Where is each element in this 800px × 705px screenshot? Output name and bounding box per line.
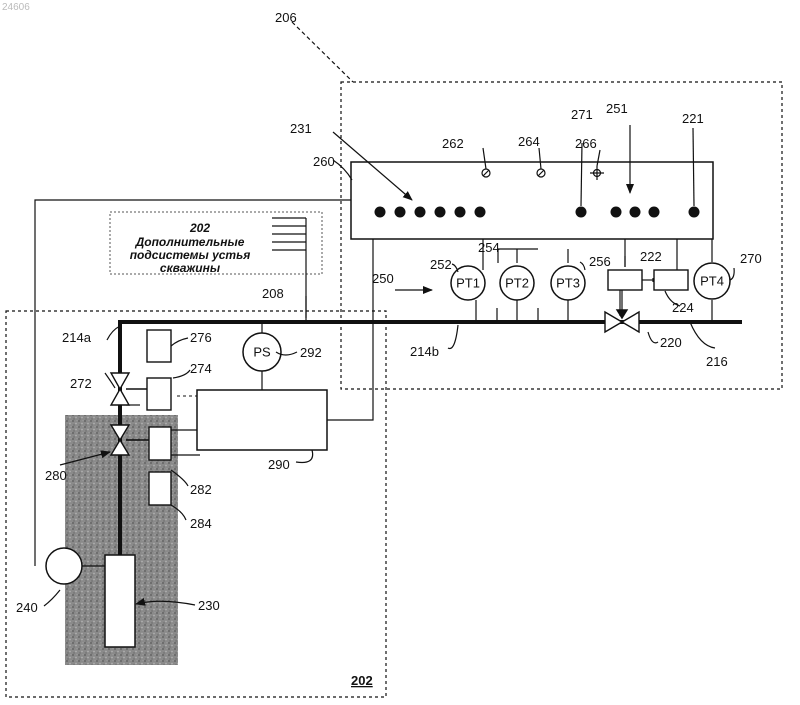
label-262: 262 [442,136,464,151]
label-214b: 214b [410,344,439,359]
label-276: 276 [190,330,212,345]
gauge-ps-label: PS [253,345,271,360]
gauge-pt4-label: PT4 [700,274,724,289]
valve-220 [605,290,639,332]
sensor-boxes [147,270,688,505]
label-271: 271 [571,107,593,122]
label-290: 290 [268,457,290,472]
label-280: 280 [45,468,67,483]
subsystems-note-line-3: скважины [160,261,221,275]
label-230: 230 [198,598,220,613]
label-256: 256 [589,254,611,269]
subsystems-note-number: 202 [189,221,210,235]
label-282: 282 [190,482,212,497]
label-266: 266 [575,136,597,151]
downhole-tool-body [105,555,135,647]
gauge-pt1-label: PT1 [456,276,480,291]
subsystem-stack-lines [272,218,306,250]
valve-272 [111,373,147,405]
label-221: 221 [682,111,704,126]
gauge-pt2-label: PT2 [505,276,529,291]
processing-unit-box [197,390,327,450]
label-250: 250 [372,271,394,286]
label-222: 222 [640,249,662,264]
subsystems-note-line-2: подсистемы устья [130,248,251,262]
label-274: 274 [190,361,212,376]
label-264: 264 [518,134,540,149]
label-224: 224 [672,300,694,315]
label-254: 254 [478,240,500,255]
gauge-pt3: PT3 [551,266,585,300]
gauge-pt1: PT1 [451,266,485,300]
subsystems-note-line-1: Дополнительные [135,235,245,249]
gauge-pt3-label: PT3 [556,276,580,291]
label-252: 252 [430,257,452,272]
label-251: 251 [606,101,628,116]
label-214a: 214a [62,330,92,345]
label-202-bottom: 202 [351,673,373,688]
label-220: 220 [660,335,682,350]
label-231: 231 [290,121,312,136]
corner-id: 24606 [2,2,30,13]
label-272: 272 [70,376,92,391]
label-206: 206 [275,10,297,25]
label-284: 284 [190,516,212,531]
gauge-pt2: PT2 [500,266,534,300]
label-216: 216 [706,354,728,369]
label-208: 208 [262,286,284,301]
label-292: 292 [300,345,322,360]
label-260: 260 [313,154,335,169]
gauge-ps: PS [243,333,281,371]
label-240: 240 [16,600,38,615]
label-270: 270 [740,251,762,266]
gauge-pt4: PT4 [694,263,730,299]
controller-box [351,162,713,239]
pump-circle [46,548,82,584]
